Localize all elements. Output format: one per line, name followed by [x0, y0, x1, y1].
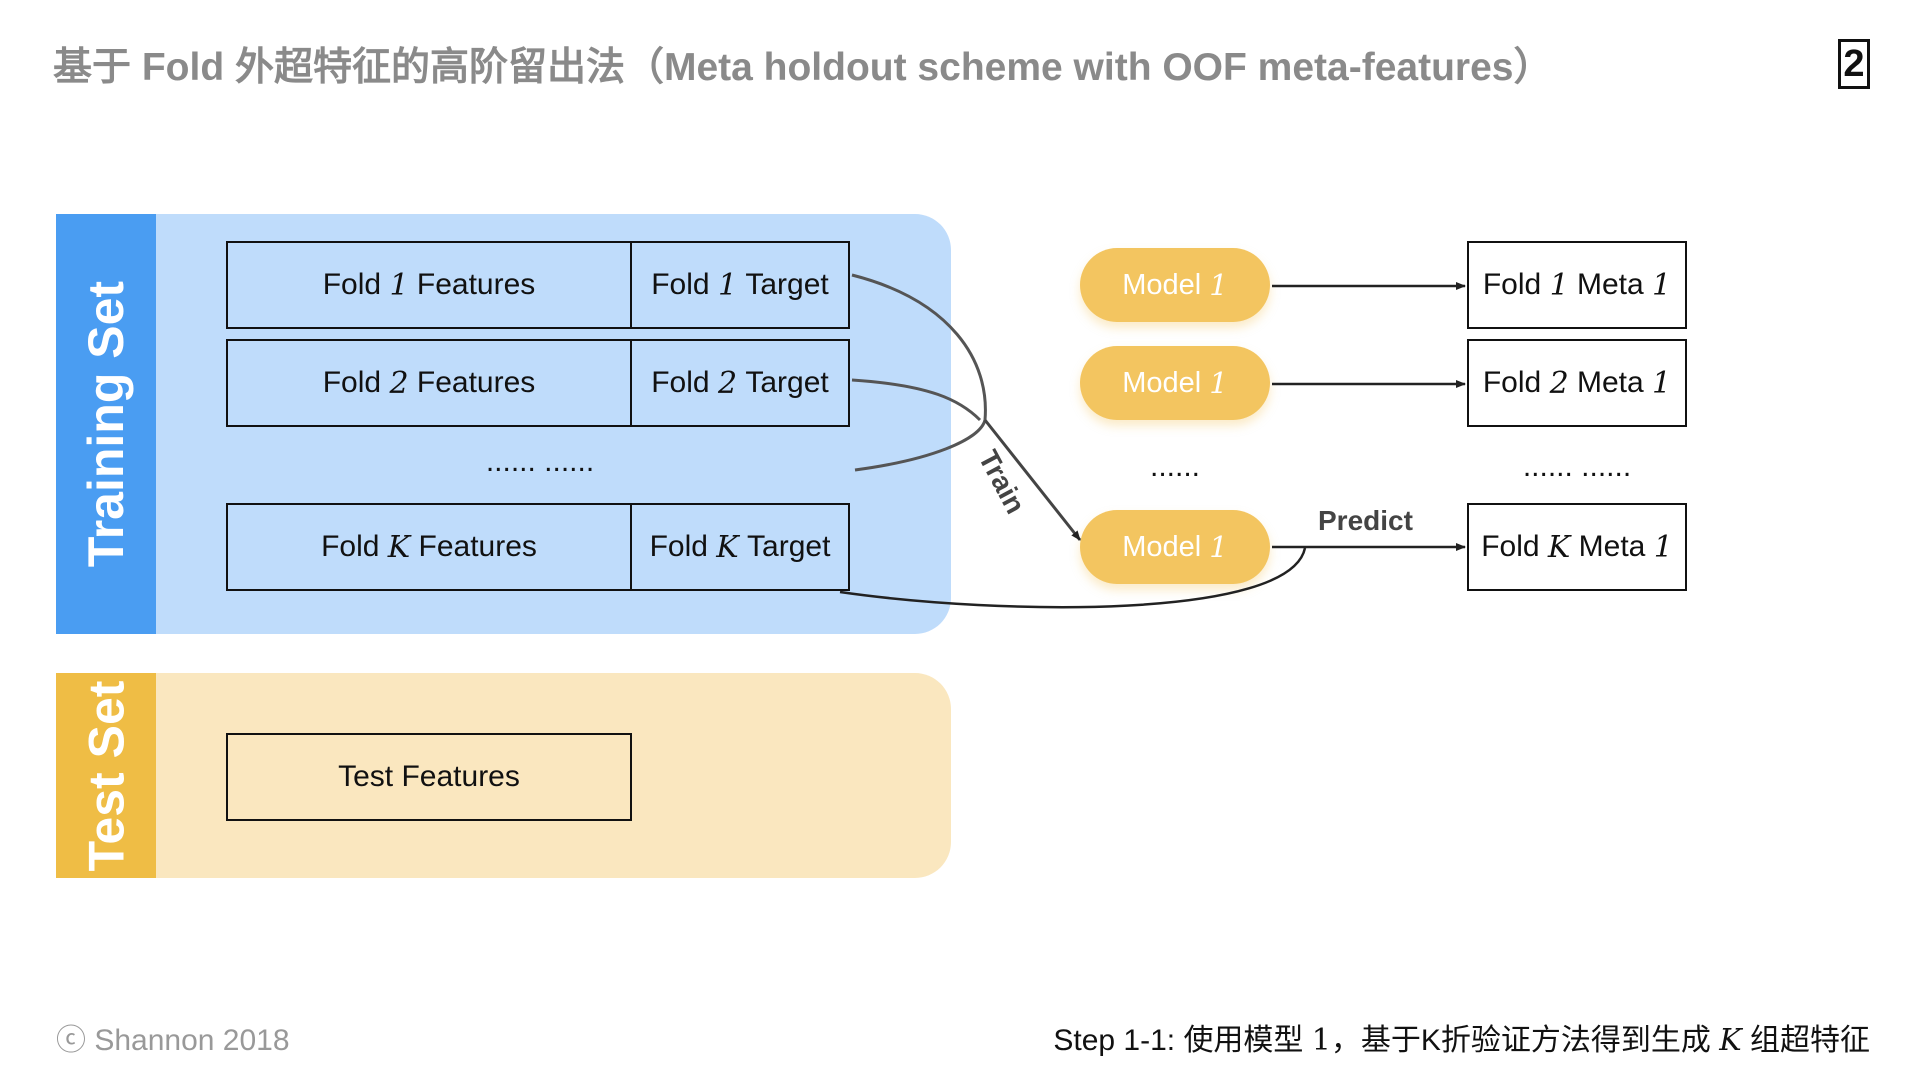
copyright-text: ⓒ Shannon 2018	[56, 1024, 290, 1057]
predict-curve	[839, 547, 1307, 609]
fold-k-features-cell: Fold K Features	[226, 503, 632, 591]
step-caption: Step 1-1: 使用模型 1，基于K折验证方法得到生成 K 组超特征	[1053, 1023, 1870, 1058]
train-curve-fold-2	[851, 378, 982, 422]
model-k-pill: Model 1	[1080, 510, 1270, 584]
training-set-bar: Training Set	[56, 214, 156, 634]
fold-1-target-cell: Fold 1 Target	[630, 241, 850, 329]
train-curve-ellipsis	[854, 419, 987, 472]
fold-1-features-cell: Fold 1 Features	[226, 241, 632, 329]
fold-1-meta-cell: Fold 1 Meta 1	[1467, 241, 1687, 329]
training-folds-ellipsis: ...... ......	[485, 445, 595, 478]
predict-edge-label: Predict	[1318, 505, 1413, 536]
fold-2-target-cell: Fold 2 Target	[630, 339, 850, 427]
test-set-bar: Test Set	[56, 673, 156, 878]
model-2-pill: Model 1	[1080, 346, 1270, 420]
meta-ellipsis: ...... ......	[1522, 450, 1632, 483]
fold-2-features-cell: Fold 2 Features	[226, 339, 632, 427]
models-ellipsis: ......	[1149, 450, 1200, 483]
train-arrow	[983, 419, 1082, 541]
train-curve-fold-1	[851, 273, 987, 421]
page-title: 基于 Fold 外超特征的高阶留出法（Meta holdout scheme w…	[53, 46, 1553, 89]
test-features-cell: Test Features	[226, 733, 632, 821]
page-number-badge: 2	[1838, 39, 1870, 89]
fold-k-target-cell: Fold K Target	[630, 503, 850, 591]
fold-k-meta-cell: Fold K Meta 1	[1467, 503, 1687, 591]
model-1-pill: Model 1	[1080, 248, 1270, 322]
fold-2-meta-cell: Fold 2 Meta 1	[1467, 339, 1687, 427]
